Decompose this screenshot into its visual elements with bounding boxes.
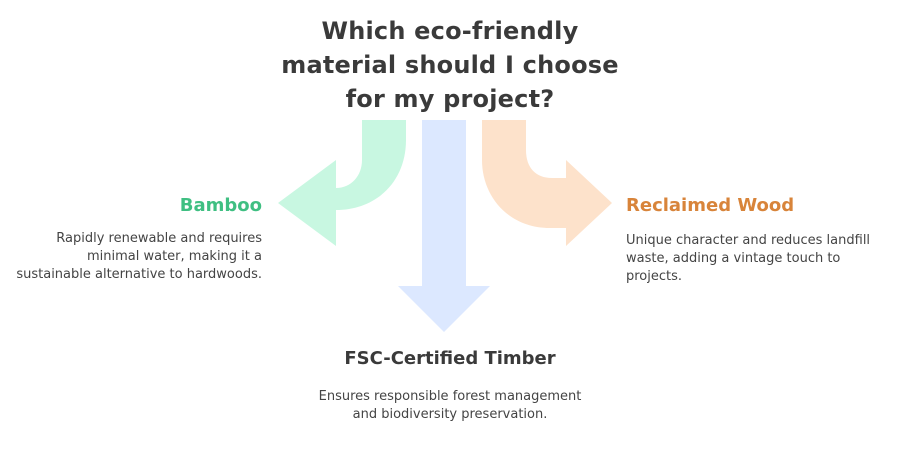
- reclaimed-wood-description: Unique character and reduces landfill wa…: [626, 233, 871, 284]
- bamboo-arrow: [278, 120, 406, 246]
- reclaimed-wood-title: Reclaimed Wood: [626, 195, 795, 216]
- diagram-question: Which eco-friendly material should I cho…: [240, 14, 660, 116]
- bamboo-description: Rapidly renewable and requires minimal w…: [16, 231, 262, 282]
- fsc-timber-arrow: [398, 120, 490, 332]
- fsc-timber-title: FSC-Certified Timber: [344, 348, 556, 369]
- fsc-timber-description: Ensures responsible forest management an…: [318, 389, 582, 422]
- reclaimed-wood-arrow: [482, 120, 612, 246]
- question-line-1: Which eco-friendly: [321, 17, 579, 45]
- bamboo-title: Bamboo: [179, 195, 262, 216]
- question-line-2: material should I choose: [281, 51, 619, 79]
- question-line-3: for my project?: [345, 85, 555, 113]
